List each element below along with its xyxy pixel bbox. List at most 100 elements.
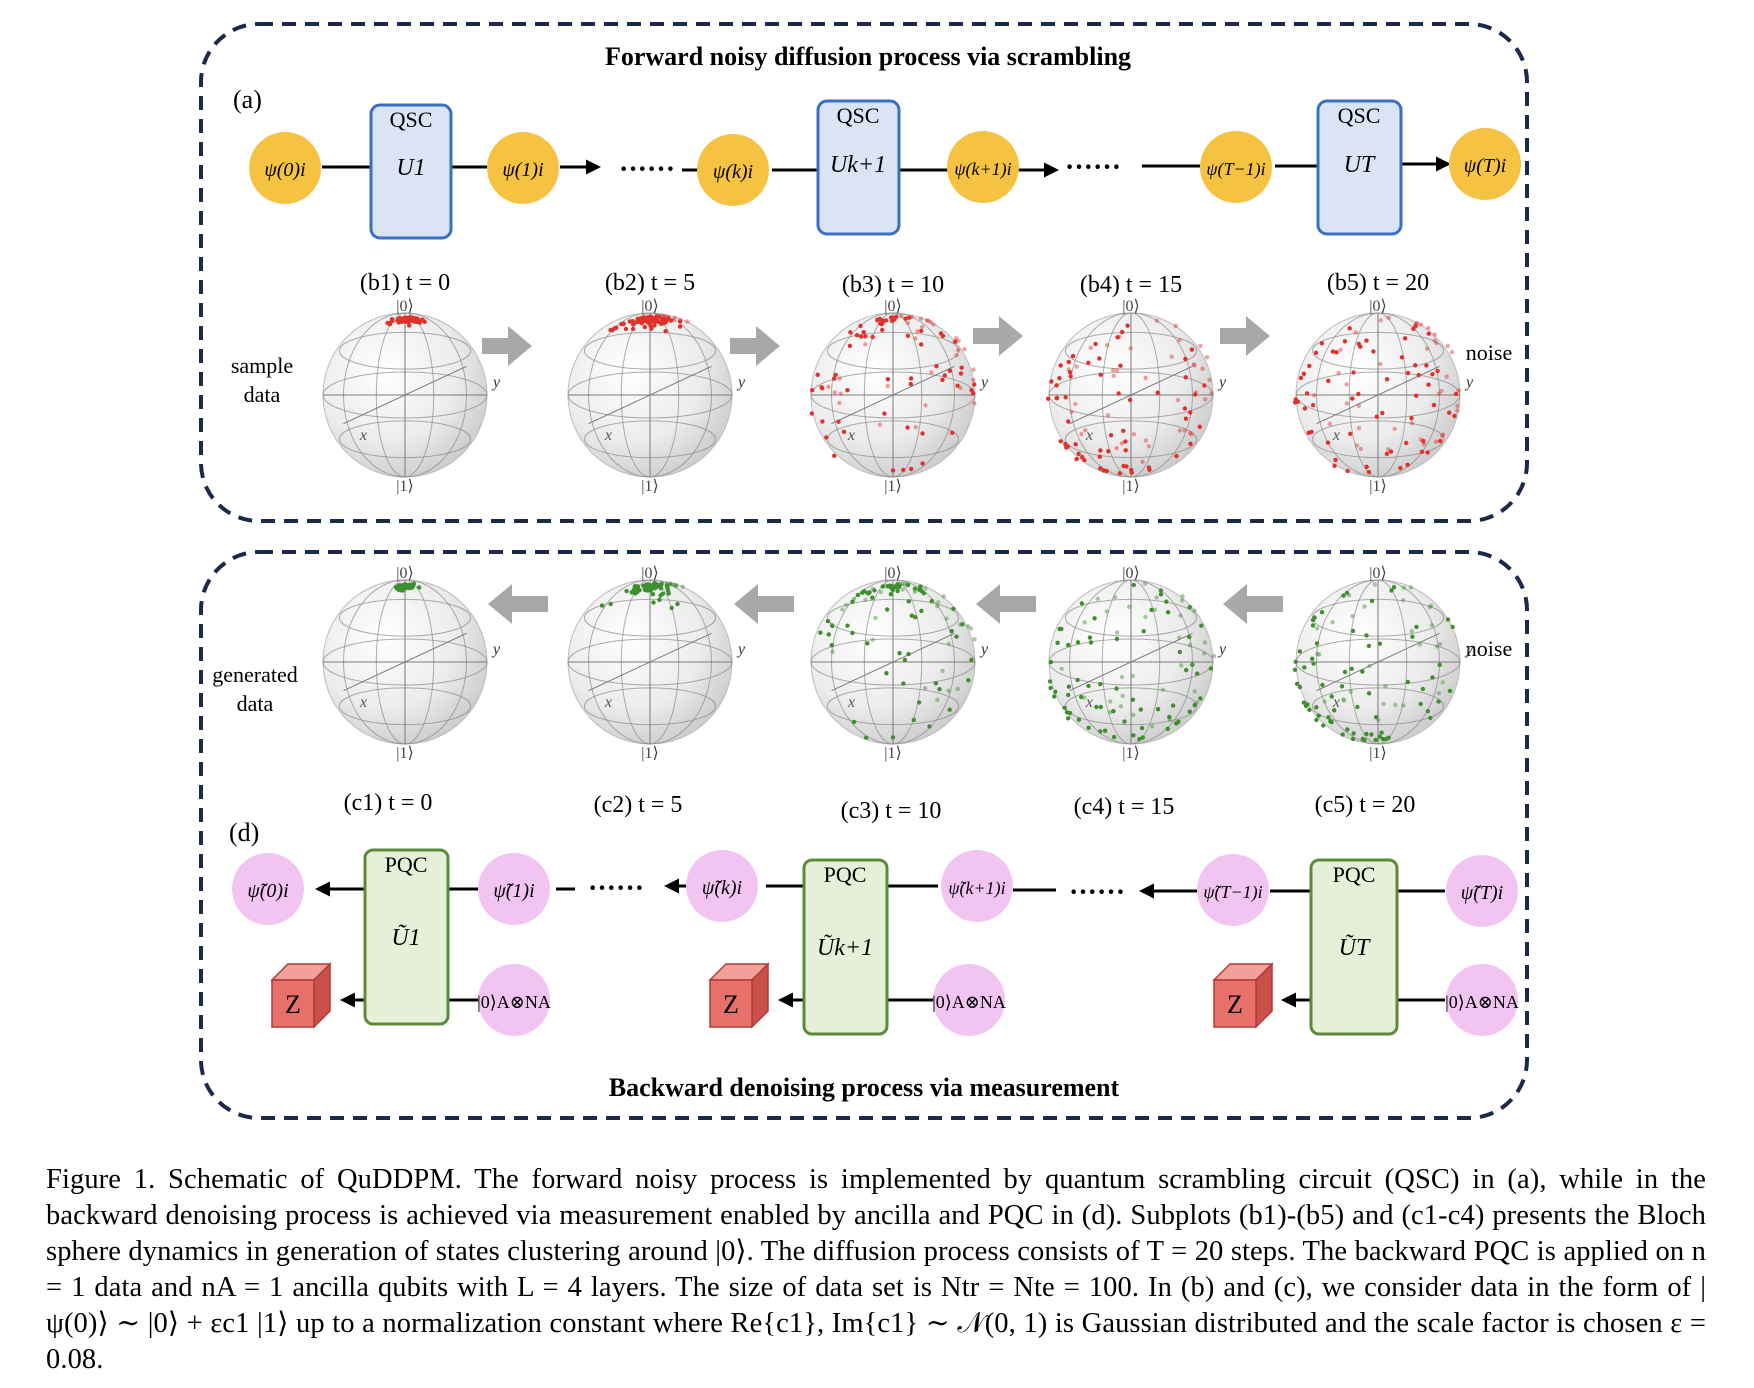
- bloch-sample-dot: [1351, 731, 1356, 736]
- svg-text:|0⟩A⊗NA: |0⟩A⊗NA: [477, 992, 551, 1012]
- bloch-sample-dot: [1364, 464, 1369, 469]
- svg-text:QSC: QSC: [1338, 103, 1381, 128]
- ket0-label: |0⟩: [641, 565, 658, 582]
- bloch-sample-dot: [1149, 607, 1154, 613]
- bloch-sample-dot: [1120, 693, 1125, 698]
- forward-ellipsis-1: ······: [619, 154, 675, 185]
- bloch-sample-dot: [1405, 679, 1411, 685]
- bloch-sample-dot: [1068, 374, 1073, 379]
- figure-caption: Figure 1. Schematic of QuDDPM. The forwa…: [46, 1164, 1706, 1375]
- bloch-sample-dot: [1140, 735, 1146, 740]
- bloch-sample-dot: [1314, 717, 1319, 723]
- bloch-sample-dot: [820, 419, 825, 424]
- bloch-sample-dot: [872, 588, 877, 593]
- bloch-sample-dot: [968, 626, 974, 631]
- state-psi-0: ψ(0)i: [249, 132, 321, 204]
- bloch-sample-dot: [1082, 620, 1088, 625]
- bloch-sample-dot: [1302, 406, 1308, 411]
- bloch-sample-dot: [1209, 391, 1214, 396]
- bloch-sample-dot: [645, 583, 650, 589]
- bloch-sample-dot: [1354, 443, 1360, 448]
- bloch-sample-dot: [673, 583, 679, 589]
- bloch-sample-dot: [860, 590, 865, 595]
- bloch-sample-dot: [670, 582, 676, 587]
- bloch-sample-dot: [851, 719, 857, 725]
- bloch-sample-dot: [1165, 726, 1170, 731]
- svg-text:QSC: QSC: [390, 107, 433, 132]
- bloch-sample-dot: [1316, 713, 1321, 718]
- svg-text:Z: Z: [285, 990, 301, 1019]
- bloch-sample-dot: [673, 583, 678, 588]
- bloch-sample-dot: [660, 591, 665, 596]
- bloch-sample-dot: [1188, 441, 1193, 446]
- bloch-sample-dot: [1378, 318, 1384, 323]
- bloch-sample-dot: [919, 328, 924, 334]
- forward-step-labels: (b1) t = 0 (b2) t = 5 (b3) t = 10 (b4) t…: [360, 270, 1429, 298]
- bloch-sample-dot: [1386, 735, 1391, 740]
- bloch-sample-dot: [1393, 702, 1398, 708]
- bloch-sample-dot: [1389, 588, 1394, 593]
- bloch-sample-dot: [1429, 623, 1434, 628]
- svg-text:ŨT: ŨT: [1339, 934, 1371, 961]
- bloch-sample-dot: [1392, 426, 1397, 431]
- bloch-sample-dot: [1358, 344, 1363, 349]
- bloch-sample-dot: [1079, 431, 1084, 437]
- bloch-sample-dot: [410, 317, 416, 322]
- bloch-sample-dot: [1347, 593, 1352, 598]
- bloch-sample-dot: [1092, 616, 1097, 621]
- bloch-sample-dot: [854, 333, 860, 338]
- bloch-sample-dot: [1430, 372, 1435, 377]
- bloch-sample-dot: [621, 321, 626, 326]
- bloch-sample-dot: [1202, 383, 1207, 388]
- bloch-sample-dot: [1366, 643, 1372, 649]
- svg-text:Z: Z: [1227, 990, 1243, 1019]
- ket1-label: |1⟩: [396, 745, 413, 762]
- bloch-sample-dot: [685, 319, 690, 324]
- svg-text:PQC: PQC: [385, 852, 428, 877]
- bloch-sample-dot: [1111, 709, 1116, 714]
- bloch-sample-dot: [1178, 613, 1183, 618]
- state-psi-k: ψ(k)i: [697, 134, 769, 206]
- bloch-sample-dot: [1417, 642, 1423, 647]
- bloch-sample-dot: [1391, 585, 1397, 590]
- bloch-sample-dot: [951, 606, 956, 611]
- bloch-sample-dot: [972, 637, 977, 642]
- bloch-sample-dot: [1440, 432, 1446, 437]
- bloch-sample-dot: [941, 594, 946, 599]
- bloch-sample-dot: [1173, 323, 1178, 329]
- y-axis-label: y: [736, 374, 746, 391]
- bloch-sample-dot: [1097, 356, 1102, 361]
- bloch-sample-dot: [1065, 716, 1071, 721]
- bloch-sample-dot: [908, 381, 913, 387]
- bloch-sample-dot: [1349, 666, 1354, 671]
- bloch-sample-dot: [1369, 598, 1375, 604]
- bloch-sample-dot: [1310, 617, 1316, 623]
- bloch-sample-dot: [863, 597, 868, 603]
- bloch-sample-dot: [920, 461, 925, 466]
- bloch-sample-dot: [1371, 349, 1376, 354]
- svg-text:(c3) t = 10: (c3) t = 10: [841, 798, 942, 824]
- bloch-sample-dot: [1369, 732, 1374, 737]
- bloch-sample-dot: [1398, 465, 1403, 471]
- bloch-sample-dot: [1328, 719, 1333, 724]
- svg-text:UT: UT: [1344, 152, 1376, 178]
- bloch-sample-dot: [918, 316, 924, 321]
- bloch-sample-dot: [672, 315, 677, 320]
- bloch-sample-dot: [649, 326, 654, 331]
- bloch-sample-dot: [1292, 667, 1298, 672]
- bloch-sample-dot: [608, 601, 613, 607]
- bloch-spheres: |0⟩|1⟩xy|0⟩|1⟩xy|0⟩|1⟩xy|0⟩|1⟩xy|0⟩|1⟩xy…: [322, 298, 1474, 762]
- bloch-sample-dot: [971, 377, 976, 383]
- bloch-sample-dot: [905, 582, 911, 588]
- sample-data-label-2: data: [244, 382, 281, 407]
- bloch-sample-dot: [880, 584, 885, 589]
- bloch-sample-dot: [907, 315, 912, 320]
- bloch-sample-dot: [1427, 604, 1432, 610]
- bloch-sample-dot: [873, 615, 878, 621]
- svg-text:Uk+1: Uk+1: [830, 152, 886, 178]
- bloch-sample-dot: [1342, 669, 1348, 675]
- bloch-sample-dot: [1105, 343, 1110, 348]
- bloch-sample-dot: [1154, 595, 1159, 600]
- bloch-sample-dot: [667, 582, 673, 587]
- bloch-sample-dot: [387, 322, 393, 327]
